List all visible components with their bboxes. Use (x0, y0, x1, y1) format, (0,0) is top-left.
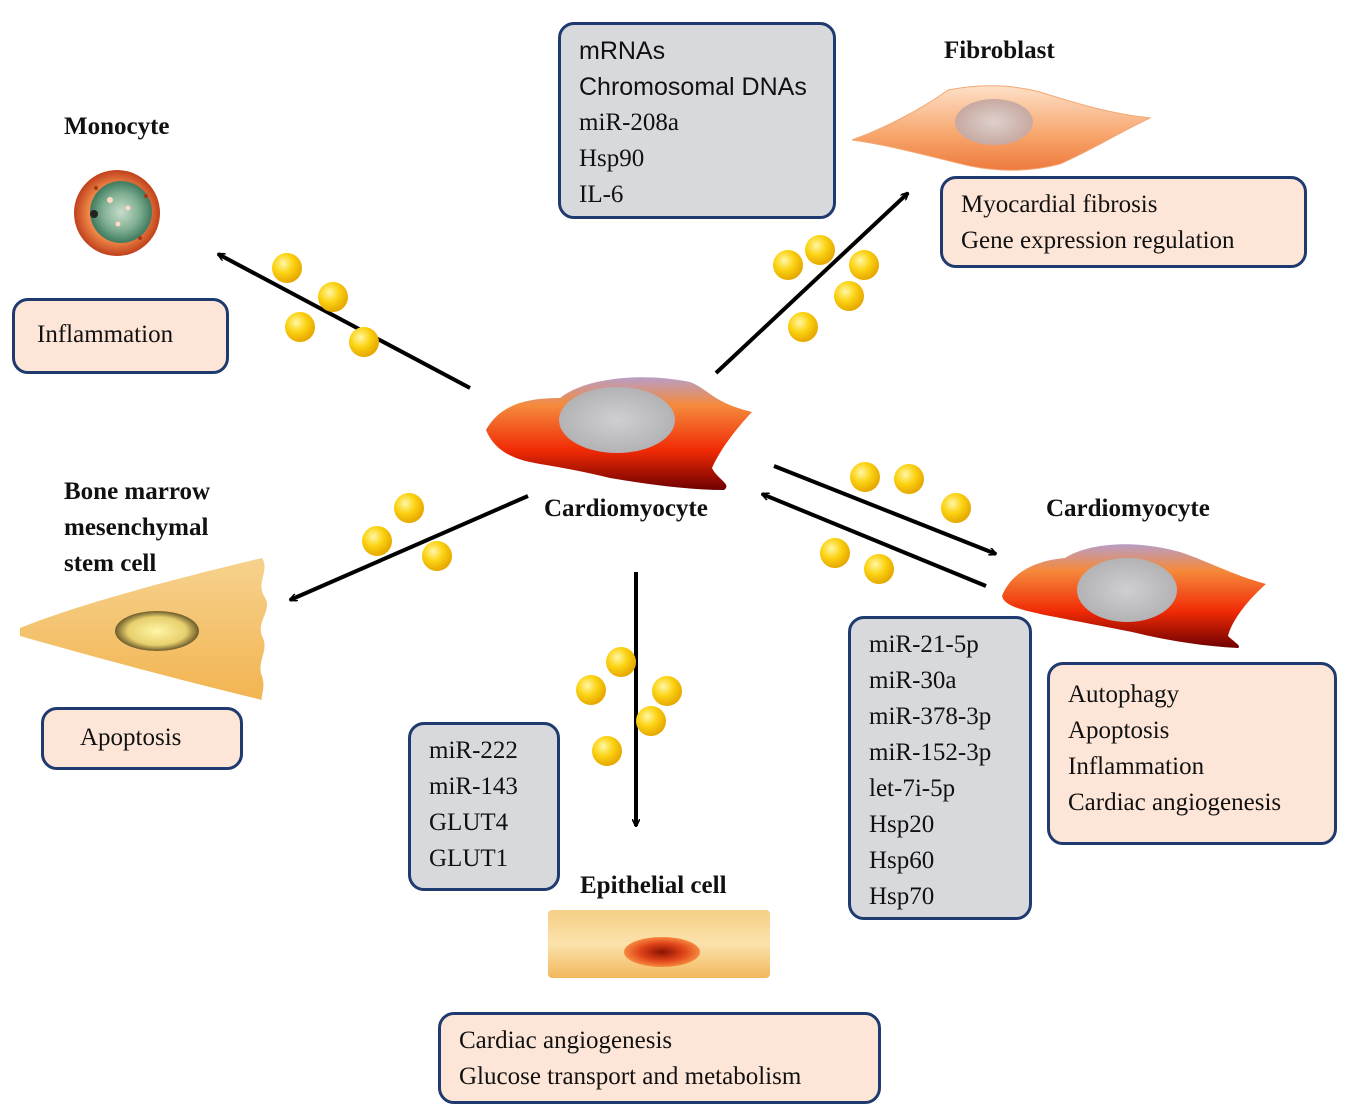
effect-item: Cardiac angiogenesis (1068, 789, 1282, 816)
effect-item: Inflammation (1068, 753, 1205, 780)
exosome-vesicle (652, 676, 682, 706)
exosome-vesicle (592, 736, 622, 766)
cargo-item: IL-6 (579, 181, 624, 208)
effect-item: Inflammation (37, 321, 174, 348)
cargo-item: Hsp60 (869, 847, 935, 874)
cargo-item: miR-378-3p (869, 703, 992, 730)
vesicles-cardiomyocyte (820, 462, 971, 584)
fibroblast-cell-icon (851, 85, 1152, 171)
cargo-item: let-7i-5p (869, 775, 956, 802)
exosome-vesicle (834, 281, 864, 311)
monocyte-label: Monocyte (64, 113, 170, 140)
exosome-vesicle (805, 235, 835, 265)
bmsc-cell-icon (20, 558, 268, 700)
cardiomyocyte-center-label: Cardiomyocyte (544, 495, 708, 522)
cargo-item: miR-21-5p (869, 631, 979, 658)
exosome-vesicle (636, 706, 666, 736)
vesicles-epithelial (576, 647, 682, 766)
exosome-vesicle (849, 250, 879, 280)
cargo-item: Hsp90 (579, 145, 645, 172)
effect-item: Apoptosis (1068, 717, 1170, 744)
exosome-vesicle (606, 647, 636, 677)
cargo-item: mRNAs (579, 37, 666, 65)
cardiomyocyte-cargo-box: miR-21-5p miR-30a miR-378-3p miR-152-3p … (848, 616, 1032, 920)
effect-item: Glucose transport and metabolism (459, 1063, 802, 1090)
exosome-vesicle (820, 538, 850, 568)
cargo-item: GLUT4 (429, 809, 509, 836)
exosome-vesicle (894, 464, 924, 494)
cargo-item: miR-152-3p (869, 739, 992, 766)
exosome-vesicle (864, 554, 894, 584)
arrow-to-bmsc (290, 494, 529, 602)
effect-item: Apoptosis (80, 724, 182, 751)
exosome-vesicle (349, 327, 379, 357)
cargo-item: miR-208a (579, 109, 679, 136)
vesicles-fibroblast (773, 235, 879, 342)
exosome-vesicle (318, 282, 348, 312)
effect-item: Cardiac angiogenesis (459, 1027, 673, 1054)
exosome-vesicle (788, 312, 818, 342)
bmsc-effect-box: Apoptosis (41, 707, 243, 770)
effect-item: Autophagy (1068, 681, 1180, 708)
exosome-vesicle (576, 675, 606, 705)
monocyte-cell-icon (74, 170, 160, 256)
exosome-vesicle (362, 526, 392, 556)
cargo-item: miR-30a (869, 667, 957, 694)
bmsc-label-line-1: Bone marrow (64, 478, 211, 505)
exosome-vesicle (422, 541, 452, 571)
arrow-to-cardiomyocyte-right (773, 464, 996, 554)
fibroblast-label: Fibroblast (944, 37, 1055, 64)
vesicles-bmsc (362, 493, 452, 571)
cargo-item: GLUT1 (429, 845, 509, 872)
cargo-item: miR-222 (429, 737, 518, 764)
bmsc-label-line-3: stem cell (64, 550, 157, 577)
epithelial-label: Epithelial cell (580, 872, 727, 899)
exosome-vesicle (272, 253, 302, 283)
cargo-item: Hsp70 (869, 883, 935, 910)
cargo-item: Hsp20 (869, 811, 935, 838)
epithelial-effect-box: Cardiac angiogenesis Glucose transport a… (438, 1012, 881, 1104)
cargo-item: Chromosomal DNAs (579, 73, 807, 101)
exosome-vesicle (394, 493, 424, 523)
monocyte-effect-box: Inflammation (12, 298, 229, 374)
effect-item: Gene expression regulation (961, 227, 1235, 254)
exosome-vesicle (941, 493, 971, 523)
exosome-vesicle (850, 462, 880, 492)
exosome-vesicle (285, 312, 315, 342)
effect-item: Myocardial fibrosis (961, 191, 1158, 218)
arrow-from-cardiomyocyte-right (762, 492, 987, 588)
arrow-to-monocyte (218, 252, 471, 390)
vesicles-monocyte (272, 253, 379, 357)
epithelial-cell-icon (548, 910, 770, 978)
fibroblast-cargo-box: mRNAs Chromosomal DNAs miR-208a Hsp90 IL… (558, 22, 836, 219)
arrow-to-fibroblast (714, 193, 908, 375)
bmsc-label-line-2: mesenchymal (64, 514, 209, 541)
epithelial-cargo-box: miR-222 miR-143 GLUT4 GLUT1 (408, 722, 560, 891)
cardiomyocyte-right-label: Cardiomyocyte (1046, 495, 1210, 522)
exosome-vesicle (773, 250, 803, 280)
cardiomyocyte-right-cell-icon (1002, 544, 1266, 648)
fibroblast-effect-box: Myocardial fibrosis Gene expression regu… (940, 176, 1307, 268)
cardiomyocyte-effect-box: Autophagy Apoptosis Inflammation Cardiac… (1047, 662, 1337, 845)
cardiomyocyte-center-cell-icon (486, 377, 752, 490)
cargo-item: miR-143 (429, 773, 518, 800)
